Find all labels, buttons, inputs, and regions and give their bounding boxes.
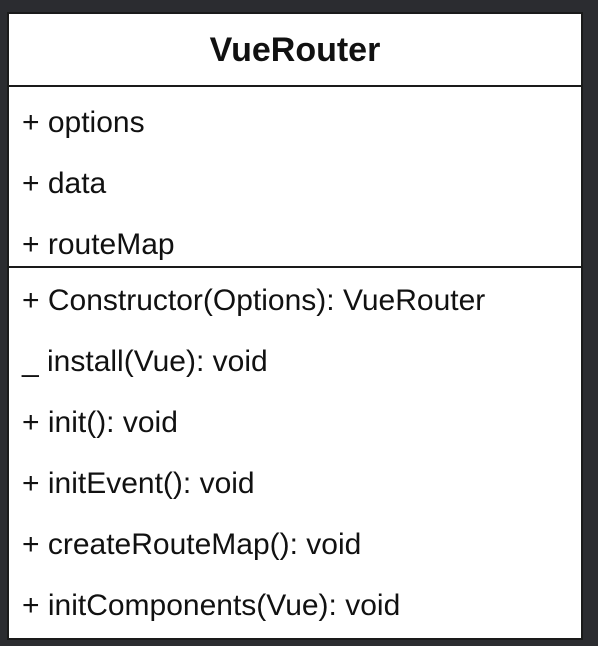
method-constructor: + Constructor(Options): VueRouter	[22, 284, 486, 317]
attributes-compartment: + options + data + routeMap	[9, 87, 581, 268]
methods-compartment: + Constructor(Options): VueRouter _ inst…	[9, 268, 581, 636]
method-init: + init(): void	[22, 406, 178, 439]
class-name: VueRouter	[9, 14, 581, 87]
method-install: _ install(Vue): void	[22, 345, 268, 378]
attribute-data: + data	[22, 167, 107, 200]
method-init-components: + initComponents(Vue): void	[22, 589, 401, 622]
attribute-options: + options	[22, 106, 145, 139]
attribute-routemap: + routeMap	[22, 228, 175, 261]
uml-class-box: VueRouter + options + data + routeMap + …	[7, 12, 583, 640]
method-init-event: + initEvent(): void	[22, 467, 255, 500]
method-create-route-map: + createRouteMap(): void	[22, 528, 362, 561]
